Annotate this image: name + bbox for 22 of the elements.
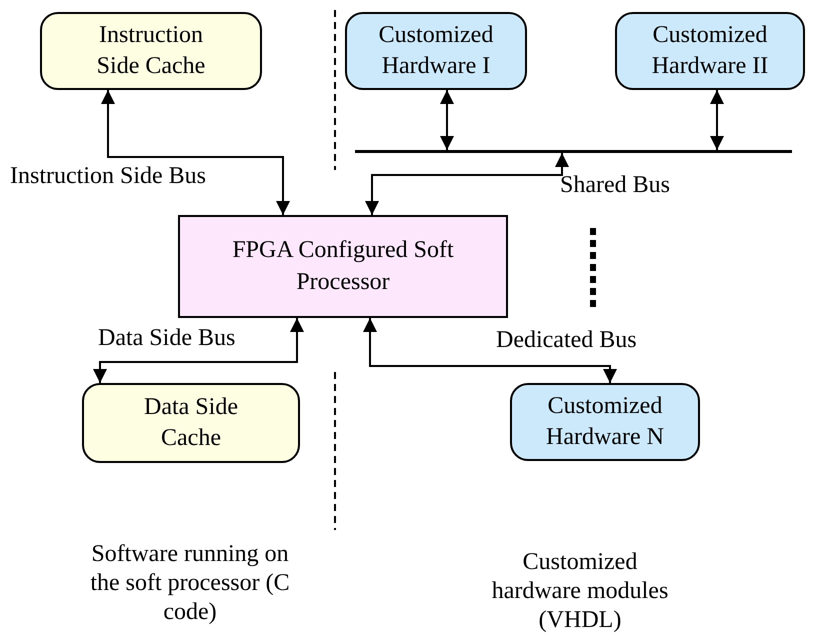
component-label: Data Side Cache	[143, 392, 239, 453]
component-box	[615, 12, 805, 90]
component-label: Customized Hardware I	[378, 20, 494, 81]
component-label: FPGA Configured Soft Processor	[231, 236, 455, 296]
bus-label: Shared Bus	[560, 171, 670, 200]
component-box	[178, 215, 508, 318]
bus-arrow	[363, 318, 617, 383]
section-caption: Software running on the soft processor (C code)	[89, 540, 291, 626]
component-label: Customized Hardware N	[545, 392, 665, 452]
component-box	[345, 12, 527, 90]
bus-line	[355, 150, 792, 153]
component-box	[82, 383, 300, 463]
bus-arrow	[710, 90, 724, 150]
component-box	[510, 383, 700, 461]
component-label: Customized Hardware II	[650, 20, 770, 81]
bus-arrow	[365, 153, 569, 215]
component-label: Instruction Side Cache	[96, 20, 206, 81]
section-caption: Customized hardware modules (VHDL)	[490, 548, 670, 634]
bus-arrow	[440, 90, 454, 150]
bus-arrow	[93, 318, 304, 383]
component-box	[40, 12, 262, 90]
bus-arrow	[101, 90, 290, 215]
